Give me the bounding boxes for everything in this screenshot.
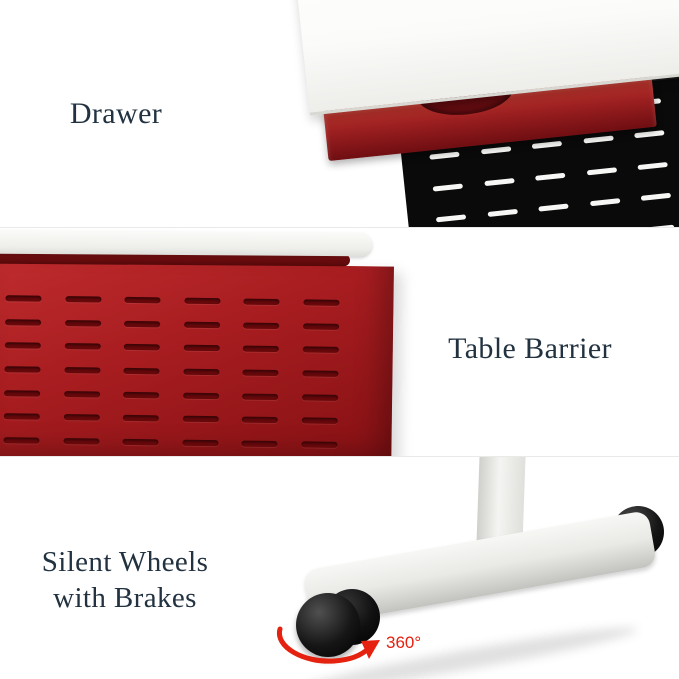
- wheels-label-line1: Silent Wheels: [41, 546, 209, 578]
- drawer-label: Drawer: [69, 97, 163, 130]
- vent-slot: [303, 299, 340, 306]
- rotation-degree-label: 360°: [386, 633, 422, 652]
- feature-section-barrier: Table Barrier: [0, 227, 679, 456]
- vent-slot: [243, 345, 280, 353]
- vent-slot: [183, 368, 220, 376]
- vent-slot: [64, 319, 101, 327]
- wheels-label: Silent Wheels with Brakes: [0, 545, 250, 617]
- vent-slot: [5, 318, 42, 326]
- vent-slot: [63, 414, 100, 421]
- vent-slot-row: [439, 219, 679, 227]
- vent-slot: [432, 182, 463, 192]
- caster-wheel-front: [296, 593, 360, 657]
- vent-slot-row: [5, 318, 340, 330]
- vent-slot: [243, 322, 280, 329]
- vent-slot: [65, 296, 102, 303]
- vent-slot: [122, 438, 159, 446]
- vent-slot: [183, 345, 220, 352]
- vent-slot: [182, 439, 219, 447]
- vent-slot: [480, 146, 511, 155]
- vent-slot: [4, 366, 41, 373]
- vent-slot: [429, 151, 460, 160]
- vent-slot: [122, 415, 160, 422]
- vent-slot: [3, 437, 40, 444]
- vent-slot-row: [3, 437, 338, 448]
- vent-slot: [242, 393, 279, 400]
- vent-slot: [242, 369, 279, 377]
- feature-section-wheels: Silent Wheels with Brakes 360°: [0, 456, 679, 679]
- vent-slot: [124, 296, 161, 304]
- vent-slot-row: [4, 342, 339, 354]
- vent-slot: [182, 392, 219, 399]
- vent-slot: [123, 367, 160, 375]
- vent-slot-row: [432, 156, 679, 192]
- wheels-photo: 360°: [250, 457, 679, 679]
- vent-slot-row: [4, 366, 339, 377]
- vent-slot: [123, 344, 161, 351]
- barrier-photo: [0, 228, 430, 456]
- vent-slot: [487, 209, 518, 218]
- vent-slot: [483, 177, 515, 186]
- table-edge: [0, 229, 373, 257]
- vent-slot: [242, 416, 279, 424]
- vent-slot: [184, 297, 221, 305]
- vent-slot: [4, 389, 41, 397]
- vent-slot: [63, 390, 100, 398]
- vent-slot-row: [4, 389, 339, 401]
- drawer-photo: [292, 0, 679, 227]
- vent-slot: [531, 140, 563, 149]
- vent-slot: [3, 413, 40, 420]
- perforated-panel-red: [0, 261, 394, 456]
- vent-slot: [4, 342, 41, 350]
- vent-slot: [303, 323, 340, 330]
- vent-slot: [589, 198, 621, 207]
- vent-slot: [644, 224, 675, 227]
- vent-slot: [183, 321, 220, 328]
- vent-slot: [535, 172, 566, 181]
- vent-slot: [64, 343, 101, 350]
- vent-slot-row: [435, 188, 679, 223]
- vent-slot: [243, 298, 280, 306]
- vent-slot-row: [5, 295, 340, 306]
- vent-slot: [637, 161, 669, 170]
- vent-slot: [302, 346, 339, 354]
- feature-section-drawer: Drawer: [0, 0, 679, 227]
- wheels-label-line2: with Brakes: [53, 581, 197, 614]
- vent-slot: [435, 214, 467, 223]
- vent-slot: [301, 417, 338, 425]
- vent-slot: [182, 415, 219, 423]
- vent-slot-row: [3, 413, 338, 425]
- vent-slot: [63, 437, 100, 445]
- vent-slot: [241, 440, 278, 447]
- rotation-arrow-icon: [276, 626, 380, 664]
- vent-slot: [124, 320, 161, 328]
- vent-slot: [302, 370, 339, 377]
- vent-slot: [634, 129, 665, 138]
- vent-slot: [302, 393, 339, 401]
- vent-slot: [64, 367, 101, 374]
- vent-slot: [583, 135, 614, 144]
- vent-slot: [586, 166, 617, 175]
- vent-slot: [538, 203, 569, 212]
- vent-slot: [301, 441, 338, 448]
- vent-slot: [123, 391, 160, 399]
- vent-slot: [5, 295, 42, 302]
- vent-slot: [641, 192, 672, 202]
- table-barrier-label: Table Barrier: [448, 332, 612, 365]
